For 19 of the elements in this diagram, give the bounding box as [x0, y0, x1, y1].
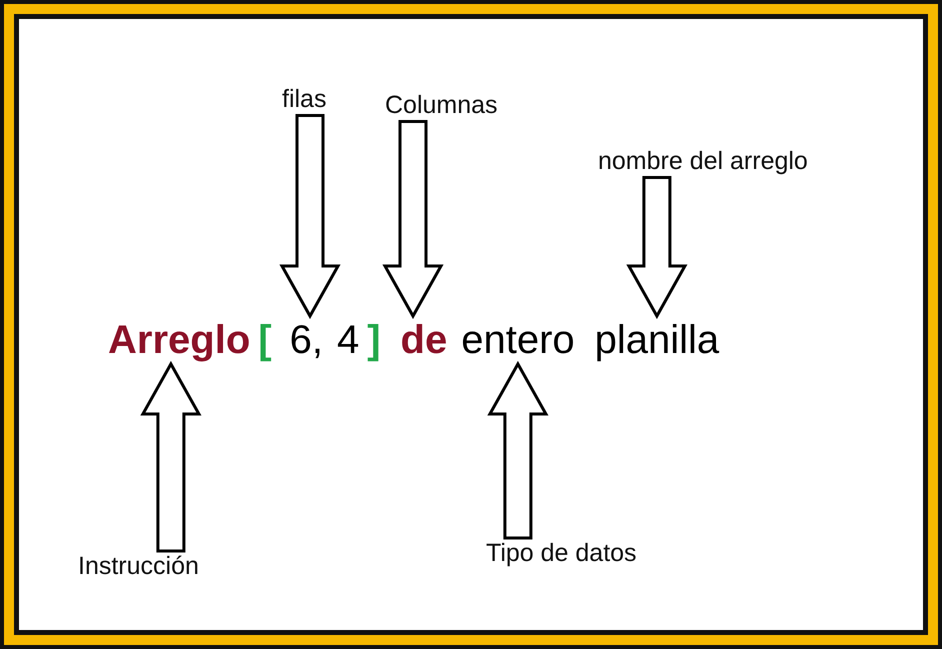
- code-token: planilla: [594, 318, 720, 362]
- block-arrow: [487, 360, 548, 540]
- code-token: ]: [367, 318, 381, 362]
- block-arrow: [279, 114, 341, 320]
- block-arrow: [626, 176, 688, 320]
- annotation-text: Columnas: [385, 92, 498, 120]
- annotation-text: Tipo de datos: [486, 540, 637, 568]
- code-token: 6: [290, 318, 312, 362]
- annotation-text: Instrucción: [78, 553, 199, 580]
- keyword: de: [400, 318, 448, 362]
- code-token: entero: [461, 318, 575, 362]
- block-arrow: [140, 360, 202, 552]
- code-token: ,: [312, 318, 323, 362]
- block-arrow: [382, 120, 444, 320]
- annotation-text: nombre del arreglo: [598, 148, 808, 176]
- code-token: [: [258, 318, 272, 362]
- code-token: 4: [336, 318, 360, 362]
- keyword: Arreglo: [108, 318, 250, 362]
- annotation-text: filas: [282, 86, 326, 114]
